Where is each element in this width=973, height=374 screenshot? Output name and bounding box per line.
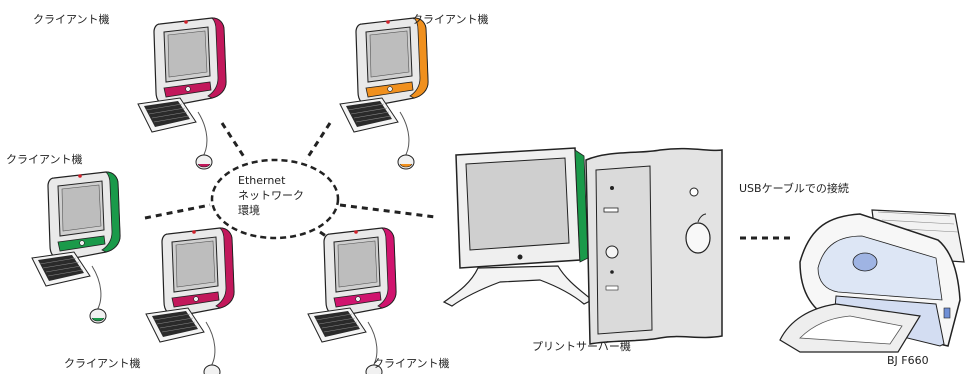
client-label-mid-left: クライアント機 <box>6 153 83 166</box>
print-server-label: プリントサーバー機 <box>532 340 631 353</box>
printer-model-label: BJ F660 <box>887 354 929 367</box>
client-top-right-imac-icon <box>339 17 429 170</box>
ethernet-hub-label: Ethernet ネットワーク 環境 <box>238 174 304 219</box>
hub-line-2: ネットワーク <box>238 188 304 202</box>
hub-line-1: Ethernet <box>238 174 286 187</box>
hub-line-3: 環境 <box>238 203 260 217</box>
client-label-top-left: クライアント機 <box>33 13 110 26</box>
ethernet-hub-ellipse <box>210 158 340 240</box>
power-mac-tower-icon <box>585 147 723 345</box>
inkjet-printer-icon <box>779 209 965 353</box>
client-mid-left-imac-icon <box>31 171 121 324</box>
client-bottom-left-imac-icon <box>145 227 235 374</box>
client-top-left-imac-icon <box>137 17 227 170</box>
crt-monitor-icon <box>442 147 594 307</box>
client-bottom-right-imac-icon <box>307 227 397 374</box>
client-label-bottom-right: クライアント機 <box>373 357 450 370</box>
usb-connection-label: USBケーブルでの接続 <box>739 182 849 195</box>
client-label-bottom-left: クライアント機 <box>64 357 141 370</box>
client-label-top-right: クライアント機 <box>412 13 489 26</box>
